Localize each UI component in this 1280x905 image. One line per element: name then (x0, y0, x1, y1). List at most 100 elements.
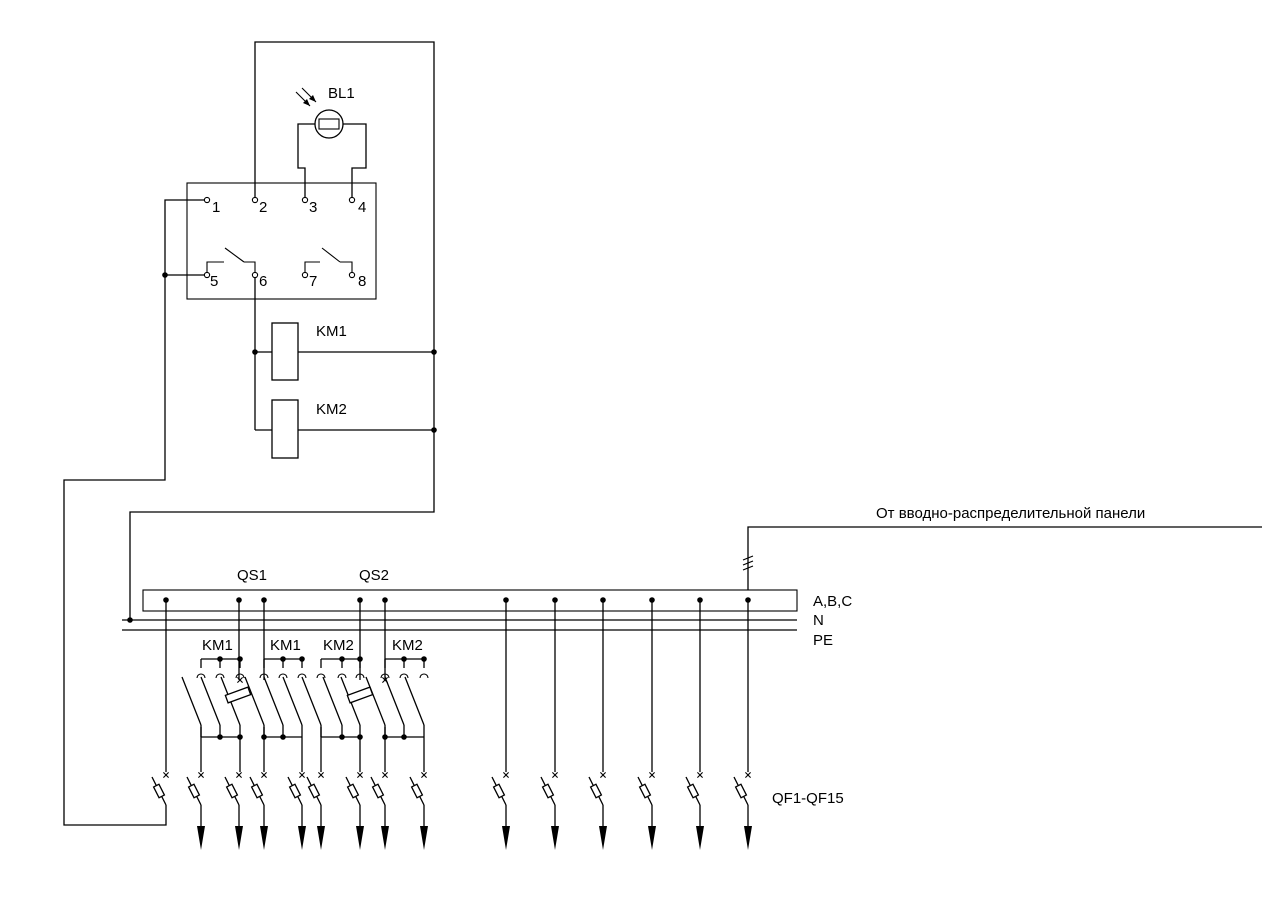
junction-dot (261, 734, 267, 740)
breaker-release (152, 783, 166, 799)
arc-chute-icon (337, 673, 347, 679)
feeder-arrow-icon (317, 826, 325, 850)
breaker-qf (249, 772, 268, 850)
contact-blade (384, 676, 405, 726)
terminal-2: 2 (259, 199, 267, 216)
breaker-qf (540, 772, 559, 850)
arc-chute-icon (259, 673, 269, 679)
contact-blade (200, 676, 221, 726)
coil-km1-label: KM1 (316, 323, 347, 340)
junction-dot (217, 734, 223, 740)
arc-chute-icon (196, 673, 206, 679)
coil-km2 (271, 399, 299, 459)
feeder-arrow-icon (551, 826, 559, 850)
feeder-arrow-icon (696, 826, 704, 850)
source-feed: От вводно-распределительной панели (742, 505, 1262, 590)
photo-relay: 1 2 3 4 5 6 7 8 (186, 182, 377, 300)
breaker-terminal-mark (421, 772, 427, 778)
arc-chute-icon (235, 673, 245, 679)
arc-chute-icon (399, 673, 409, 679)
breaker-release (686, 783, 700, 799)
contact-blade (322, 676, 343, 726)
breaker-terminal-mark (600, 772, 606, 778)
breaker-qf (733, 772, 752, 850)
arc-chute-icon (355, 673, 365, 679)
breaker-release (187, 783, 201, 799)
breaker-terminal-mark (503, 772, 509, 778)
arc-chute-icon (278, 673, 288, 679)
breaker-release (589, 783, 603, 799)
breaker-qf (588, 772, 607, 850)
junction-dot (382, 734, 388, 740)
breaker-qf (287, 772, 306, 850)
terminal-7: 7 (309, 273, 317, 290)
junction-dot (357, 734, 363, 740)
contact-label: KM2 (323, 637, 354, 654)
breaker-release (307, 783, 321, 799)
terminal-6: 6 (259, 273, 267, 290)
coil-km2-label: KM2 (316, 401, 347, 418)
coil-km1 (271, 322, 299, 381)
breaker-terminal-mark (697, 772, 703, 778)
switch-qs1-label: QS1 (237, 567, 267, 584)
feeder-arrow-icon (744, 826, 752, 850)
feeder-arrow-icon (502, 826, 510, 850)
breaker-terminal-mark (745, 772, 751, 778)
terminal-5: 5 (210, 273, 218, 290)
junction-dot (237, 734, 243, 740)
breaker-qf (186, 772, 205, 850)
breaker-terminal-mark (198, 772, 204, 778)
contact-blade (263, 676, 284, 726)
breaker-qf (685, 772, 704, 850)
circuit-breakers (151, 772, 752, 850)
arc-chute-icon (380, 673, 390, 679)
breaker-release (346, 783, 360, 799)
breaker-terminal-mark (163, 772, 169, 778)
arc-chute-icon (215, 673, 225, 679)
bus-abc-label: A,B,C (813, 593, 852, 610)
breaker-terminal-mark (299, 772, 305, 778)
breaker-release (541, 783, 555, 799)
bus-abc (142, 589, 798, 612)
arc-chute-icon (316, 673, 326, 679)
contact-blade (301, 676, 322, 726)
photo-sensor-bl1: BL1 (295, 85, 367, 200)
contact-blade (282, 676, 303, 726)
contact-blade (404, 676, 425, 726)
switch-qs2-label: QS2 (359, 567, 389, 584)
breaker-release (410, 783, 424, 799)
breaker-qf (345, 772, 364, 850)
breaker-qf (306, 772, 325, 850)
feeder-arrow-icon (235, 826, 243, 850)
feeder-arrow-icon (298, 826, 306, 850)
junction-dot (339, 734, 345, 740)
feeder-arrow-icon (599, 826, 607, 850)
feeder-arrow-icon (260, 826, 268, 850)
contact-blade (244, 676, 265, 726)
bus-pe-label: PE (813, 632, 833, 649)
source-label: От вводно-распределительной панели (876, 505, 1145, 522)
breaker-terminal-mark (237, 677, 243, 683)
contactor-contacts (163, 597, 751, 772)
feeder-arrow-icon (648, 826, 656, 850)
contact-blade (365, 676, 386, 726)
breakers-label: QF1-QF15 (772, 790, 844, 807)
breaker-qf (151, 772, 169, 806)
contact-label: KM1 (202, 637, 233, 654)
feeder-arrow-icon (197, 826, 205, 850)
breaker-release (250, 783, 264, 799)
feeder-arrow-icon (381, 826, 389, 850)
terminal-4: 4 (358, 199, 366, 216)
terminal-1: 1 (212, 199, 220, 216)
breaker-release (288, 783, 302, 799)
breaker-terminal-mark (382, 772, 388, 778)
terminal-3: 3 (309, 199, 317, 216)
breaker-release (638, 783, 652, 799)
breaker-terminal-mark (552, 772, 558, 778)
breaker-terminal-mark (261, 772, 267, 778)
terminal-8: 8 (358, 273, 366, 290)
contact-blade (181, 676, 202, 726)
interlock-icon (224, 686, 252, 704)
control-loop (127, 41, 437, 623)
